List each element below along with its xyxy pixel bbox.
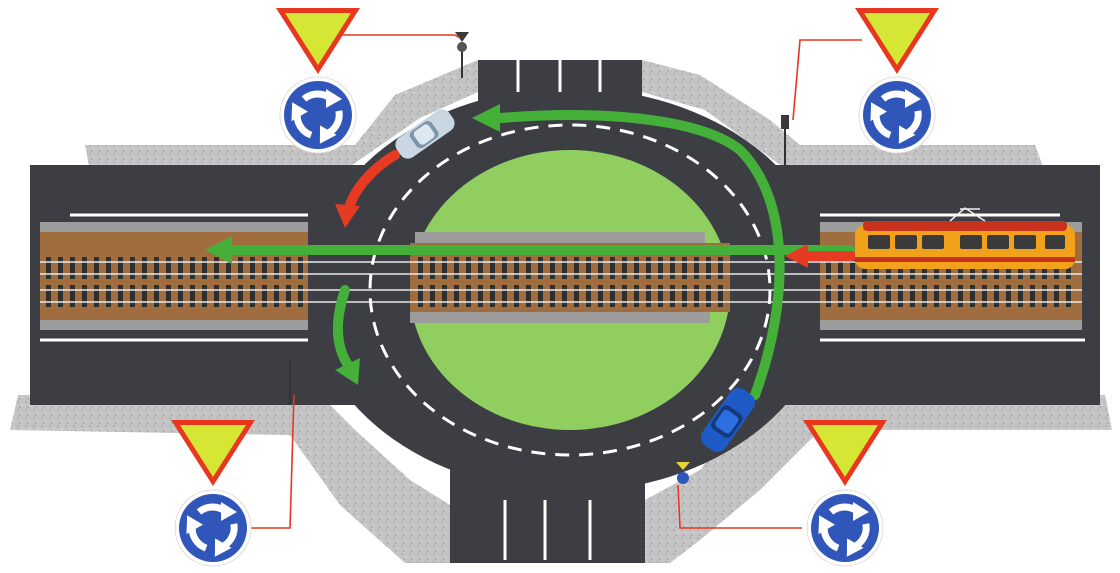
- path-green-tram-arrowhead: [205, 236, 232, 264]
- tram-stripe: [855, 257, 1075, 262]
- island-upper: [419, 150, 721, 243]
- roundabout-icon: [818, 502, 870, 557]
- ring-dashed-line: [368, 123, 772, 457]
- small-sign-bottom: [676, 462, 690, 484]
- roundabout-sign-top-left: [279, 76, 357, 154]
- roundabout-icon: [291, 89, 343, 144]
- traffic-signs: [171, 8, 939, 567]
- car-blue: [700, 388, 756, 452]
- tram-pantograph: [949, 207, 986, 222]
- sidewalks: [10, 60, 1112, 563]
- yield-sign-top-right: [855, 8, 939, 74]
- track-curb-left-bottom: [40, 320, 308, 330]
- path-red-tram-arrowhead: [785, 244, 808, 268]
- leader-bottom-left: [245, 394, 295, 529]
- traffic-light-top: [455, 32, 469, 78]
- traffic-light-right: [781, 115, 789, 165]
- path-green-ring-arrowhead: [472, 104, 500, 132]
- leader-top-right: [792, 39, 862, 121]
- movement-paths: [205, 104, 857, 400]
- path-green-ring: [495, 110, 785, 400]
- yield-sign-bottom-right: [803, 420, 887, 486]
- leader-bottom-right: [677, 484, 802, 529]
- central-island: [410, 150, 728, 430]
- sidewalk-top-left: [85, 60, 478, 172]
- car-silver: [395, 109, 455, 159]
- island-lower: [412, 312, 728, 430]
- roundabout-sign-bottom-left: [174, 489, 252, 567]
- traffic-lights: [289, 32, 789, 484]
- yield-sign-bottom-left: [171, 420, 255, 486]
- island-curb-bottom: [410, 312, 710, 323]
- roundabout-icon: [870, 89, 922, 144]
- tram: [855, 207, 1075, 269]
- roundabout-icon: [186, 502, 238, 557]
- tram-windows: [868, 235, 1065, 249]
- yield-sign-top-left: [276, 8, 360, 74]
- path-green-exit-left: [332, 285, 353, 370]
- path-green-exit-arrowhead: [335, 358, 360, 385]
- tram-roof: [863, 221, 1067, 231]
- track-curb-right-bottom: [820, 320, 1082, 330]
- roundabout-sign-bottom-right: [806, 489, 884, 567]
- sidewalk-bottom-left: [10, 395, 450, 563]
- top-arm-lanes: [516, 60, 602, 92]
- bottom-arm-lanes: [503, 500, 592, 560]
- leader-top-left: [340, 34, 461, 39]
- track-curb-left-top: [40, 222, 308, 232]
- island-curb-top: [415, 232, 705, 243]
- sign-leader-lines: [245, 34, 862, 529]
- sidewalk-top-right: [642, 60, 1045, 172]
- path-red-car: [345, 150, 400, 210]
- lane-markings: [40, 60, 1085, 560]
- path-red-car-arrowhead: [335, 204, 360, 228]
- roundabout-sign-top-right: [858, 76, 936, 154]
- sidewalk-bottom-right: [645, 395, 1112, 563]
